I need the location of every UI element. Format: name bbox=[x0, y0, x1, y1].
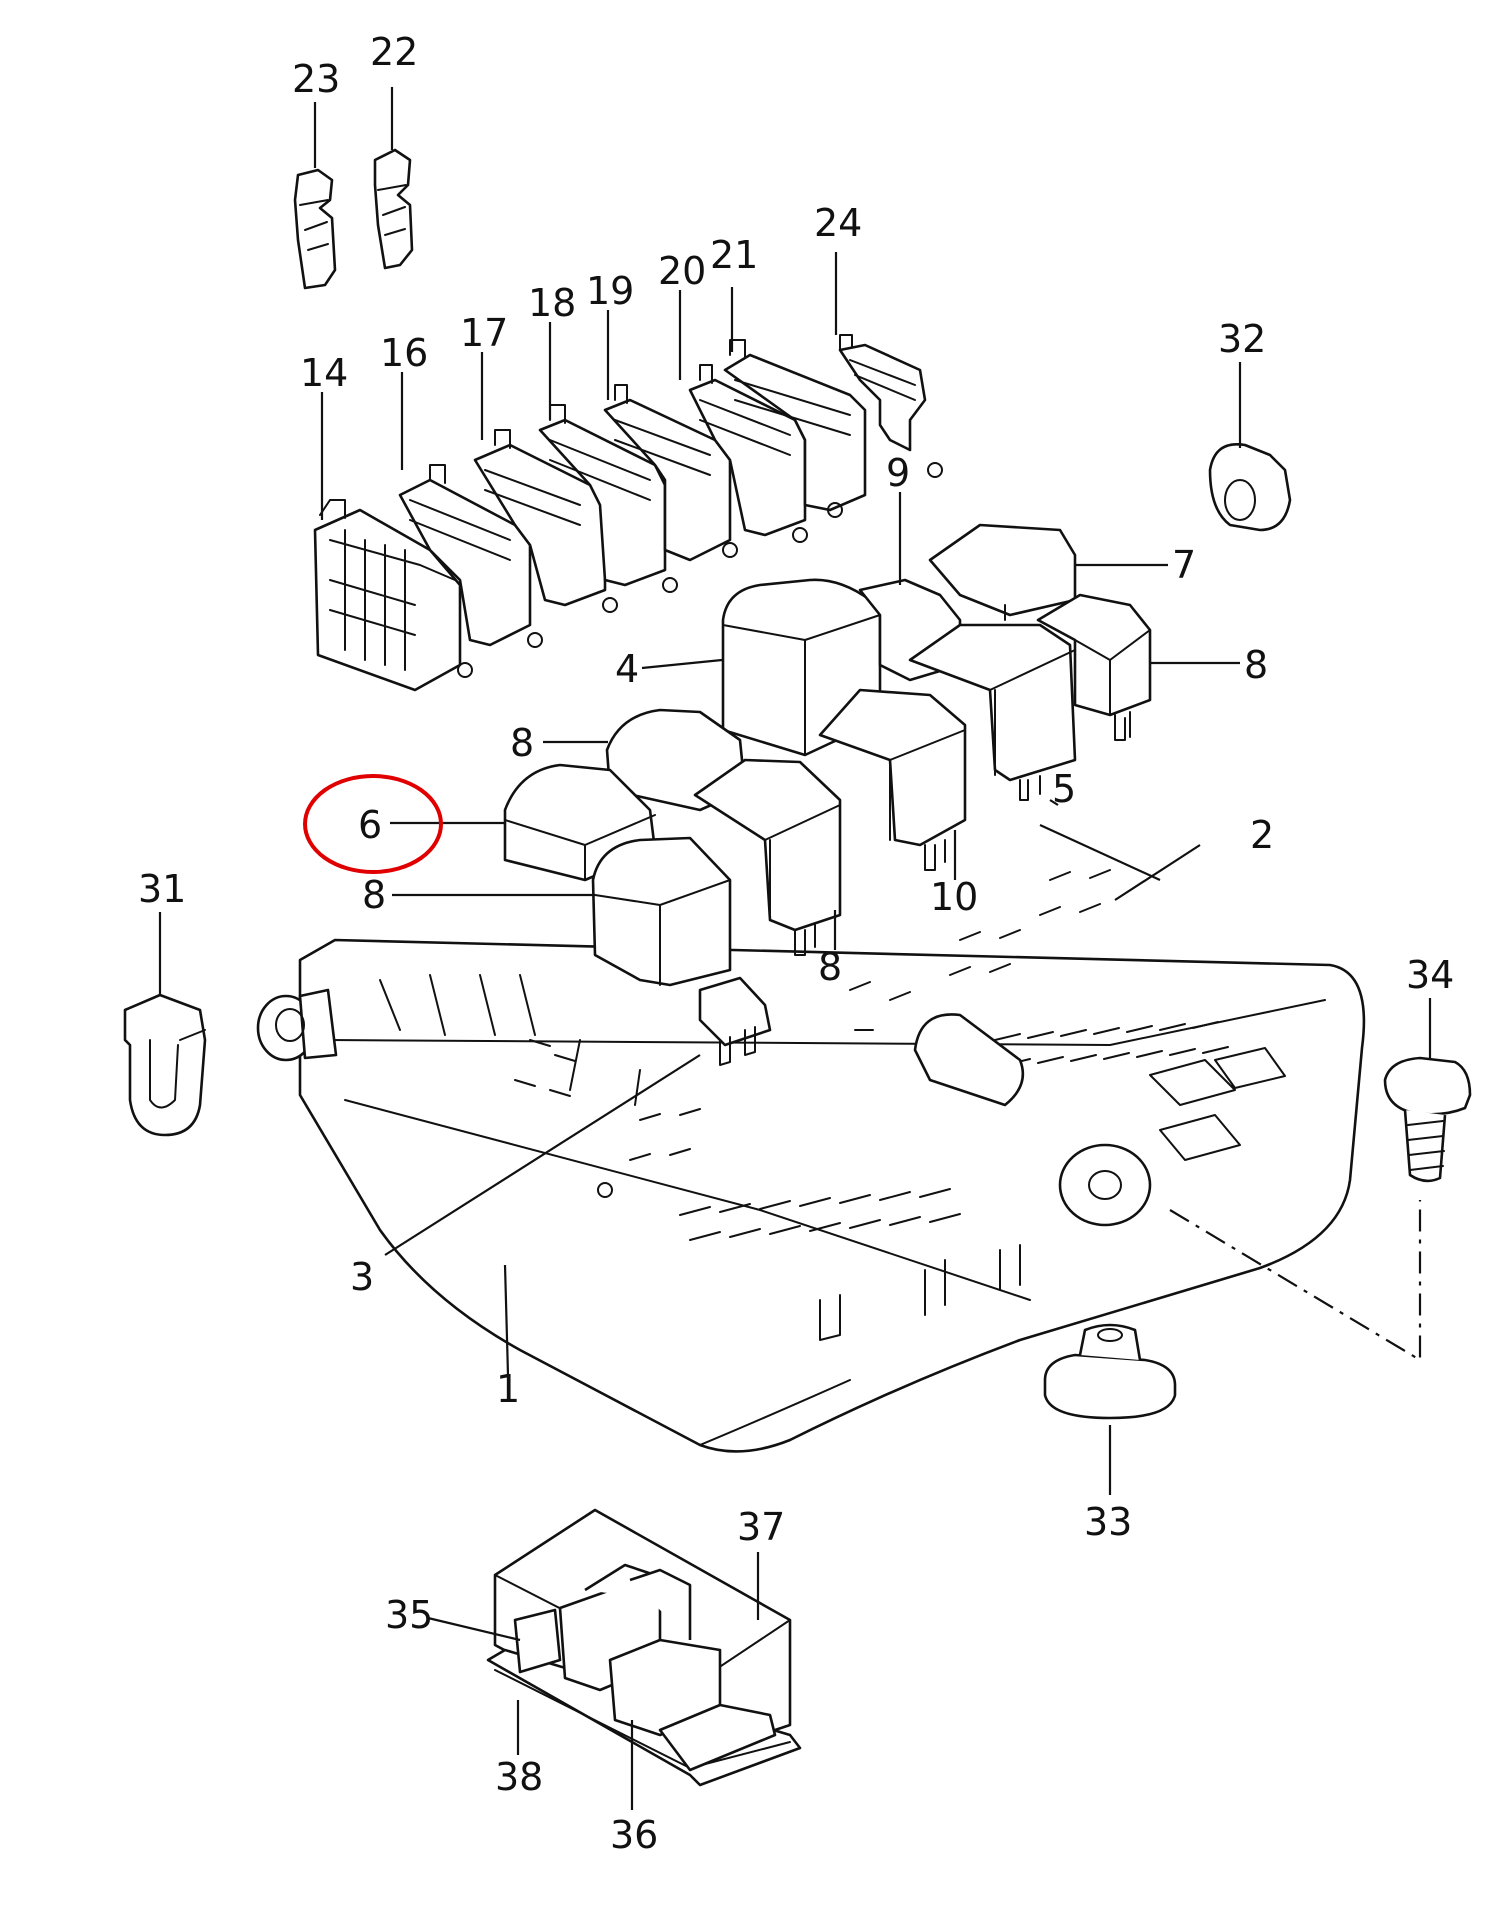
relay-8-center bbox=[693, 758, 842, 956]
callout-32: 32 bbox=[1218, 317, 1266, 361]
leader-lines bbox=[158, 87, 1432, 1810]
grommet-32 bbox=[1208, 442, 1292, 532]
callout-numbers: 1 2 3 4 5 6 7 8 8 8 8 9 10 14 16 17 18 1… bbox=[138, 30, 1454, 1857]
callout-14: 14 bbox=[300, 351, 348, 395]
rubber-foot-33 bbox=[1043, 1323, 1177, 1420]
connector-19 bbox=[603, 384, 738, 562]
callout-5: 5 bbox=[1052, 767, 1076, 811]
callout-36: 36 bbox=[610, 1813, 658, 1857]
callout-33: 33 bbox=[1084, 1500, 1132, 1544]
relay-10 bbox=[818, 688, 967, 871]
connector-24 bbox=[838, 334, 943, 478]
callout-4: 4 bbox=[615, 647, 639, 691]
highlight-ellipse bbox=[303, 774, 443, 874]
callout-6: 6 bbox=[358, 803, 382, 847]
callout-17: 17 bbox=[460, 311, 508, 355]
fuse-slots-front bbox=[679, 1021, 1229, 1241]
callout-10: 10 bbox=[930, 875, 978, 919]
relay-carrier-assembly bbox=[486, 1508, 802, 1787]
callout-34: 34 bbox=[1406, 953, 1454, 997]
relay-8-right bbox=[1036, 593, 1152, 741]
callout-38: 38 bbox=[495, 1755, 543, 1799]
callout-16: 16 bbox=[380, 331, 428, 375]
callout-31: 31 bbox=[138, 867, 186, 911]
terminal-22 bbox=[373, 148, 414, 270]
relay-plate-base bbox=[256, 869, 1366, 1453]
callout-3: 3 bbox=[350, 1255, 374, 1299]
callout-20: 20 bbox=[658, 249, 706, 293]
callout-19: 19 bbox=[586, 269, 634, 313]
callout-1: 1 bbox=[496, 1367, 520, 1411]
blade-fuse bbox=[698, 976, 772, 1066]
connector-16 bbox=[398, 464, 543, 648]
connector-21 bbox=[723, 339, 867, 518]
callout-21: 21 bbox=[710, 233, 758, 277]
callout-22: 22 bbox=[370, 30, 418, 74]
relay-5 bbox=[908, 623, 1077, 801]
callout-24: 24 bbox=[814, 201, 862, 245]
callout-35: 35 bbox=[385, 1593, 433, 1637]
callout-2: 2 bbox=[1250, 813, 1274, 857]
callout-23: 23 bbox=[292, 57, 340, 101]
relay-8-front bbox=[591, 836, 732, 987]
callout-18: 18 bbox=[528, 281, 576, 325]
callout-8-upper: 8 bbox=[510, 721, 534, 765]
clip-31 bbox=[123, 993, 207, 1137]
callout-7: 7 bbox=[1172, 543, 1196, 587]
connector-20 bbox=[688, 364, 808, 543]
callout-8-bottom: 8 bbox=[818, 945, 842, 989]
callout-37: 37 bbox=[737, 1505, 785, 1549]
callout-9: 9 bbox=[886, 451, 910, 495]
relay-7 bbox=[928, 523, 1077, 621]
connector-14 bbox=[313, 499, 473, 692]
terminal-23 bbox=[293, 168, 337, 290]
bolt-34 bbox=[1383, 1056, 1472, 1183]
callout-8-front: 8 bbox=[362, 873, 386, 917]
callout-8-right: 8 bbox=[1244, 643, 1268, 687]
connector-17 bbox=[473, 429, 618, 613]
